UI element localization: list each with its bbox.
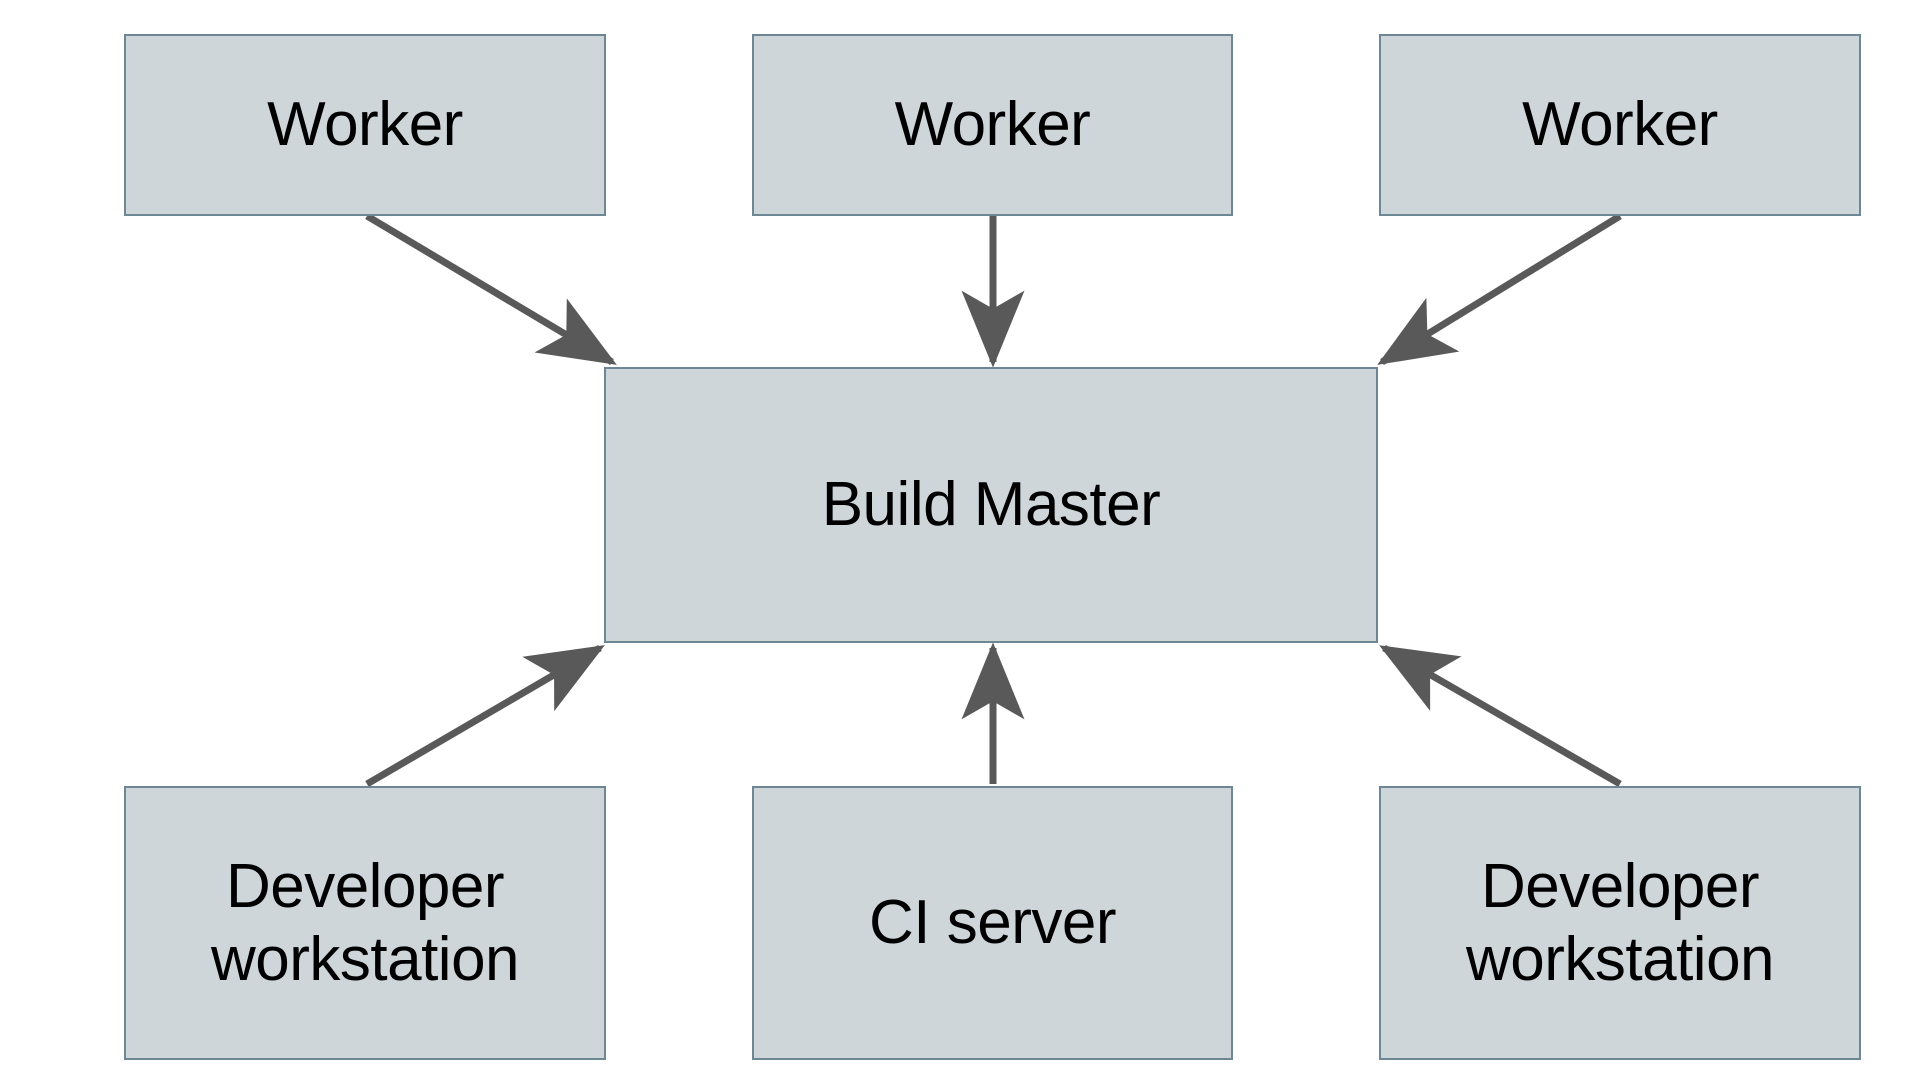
node-dev-ws-right[interactable]: Developer workstation [1379,786,1861,1060]
node-label: Worker [894,90,1091,160]
node-label: Worker [1522,90,1718,160]
edge-devws-right-to-master [1379,644,1622,788]
node-label: Developer workstation [1465,851,1775,994]
node-worker-3[interactable]: Worker [1379,34,1861,216]
edge-worker3-to-master [1377,213,1622,365]
node-ci-server[interactable]: CI server [752,786,1233,1060]
node-worker-2[interactable]: Worker [752,34,1233,216]
node-label: Developer workstation [210,851,520,994]
node-label: CI server [869,888,1116,958]
edge-worker1-to-master [365,212,617,366]
node-dev-ws-left[interactable]: Developer workstation [124,786,606,1060]
node-build-master[interactable]: Build Master [604,367,1378,643]
node-label: Build Master [821,470,1161,540]
node-worker-1[interactable]: Worker [124,34,606,216]
edge-devws-left-to-master [365,644,605,788]
node-label: Worker [267,90,463,160]
